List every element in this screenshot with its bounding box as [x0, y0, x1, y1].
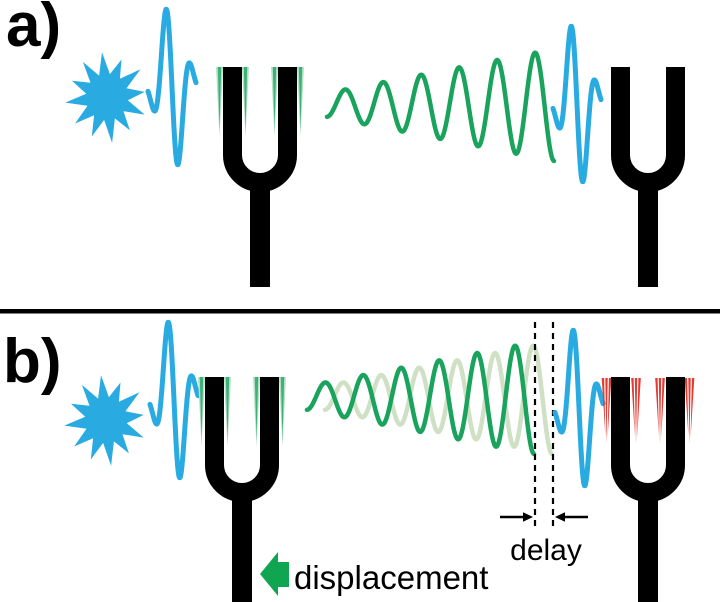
vibration-mark: [225, 377, 230, 440]
starburst-shape: [64, 375, 144, 466]
tuning-fork-stem: [638, 483, 658, 602]
vibration-spike: [637, 378, 641, 438]
starburst-shape: [65, 52, 145, 143]
tuning-fork-right-a: [611, 67, 685, 287]
vibration-mark: [243, 67, 248, 130]
acoustic-wave-curve: [304, 343, 537, 457]
vibration-spike: [658, 378, 662, 444]
vibration-spike: [655, 378, 659, 436]
excitation-burst-icon: [64, 375, 144, 466]
delay-annotation: delay: [500, 512, 588, 567]
vibration-mark: [280, 377, 285, 440]
vibration-spike: [690, 378, 695, 438]
panel-b-label: b): [3, 327, 62, 396]
panel-a: a): [6, 0, 685, 287]
wavelet-curve: [552, 327, 606, 489]
panel-divider-line: [0, 309, 720, 314]
tuning-fork-body: [611, 67, 685, 192]
vibration-spike: [684, 378, 689, 436]
delay-arrow-left-head-icon: [555, 512, 565, 522]
probe-pulse-wavelet: [550, 23, 604, 185]
vibration-mark: [254, 377, 259, 440]
tuning-fork-left-b: [198, 377, 286, 602]
vibration-mark: [217, 67, 222, 130]
panel-a-label: a): [6, 0, 61, 60]
tuning-fork-right-b: [601, 377, 695, 602]
vibration-spike: [601, 378, 606, 436]
displacement-annotation: displacement: [260, 552, 488, 596]
vibration-mark: [272, 67, 277, 130]
tuning-fork-stem: [232, 483, 252, 602]
vibration-mark: [298, 67, 303, 130]
displacement-arrow-left-icon: [260, 552, 289, 596]
green-vibration-marks: [198, 377, 286, 447]
red-vibration-marks: [601, 378, 695, 444]
excitation-burst-icon: [65, 52, 145, 143]
vibration-spike: [661, 378, 665, 438]
tuning-fork-left-a: [216, 67, 304, 287]
green-vibration-marks: [216, 67, 304, 137]
pump-pulse-wavelet: [147, 319, 201, 481]
tuning-fork-body: [205, 377, 279, 502]
vibration-mark: [199, 377, 204, 440]
tuning-fork-body: [223, 67, 297, 192]
wavelet-curve: [145, 6, 199, 168]
acoustic-wave-pale-green-delayed: [322, 343, 555, 457]
delay-arrow-right-head-icon: [523, 512, 533, 522]
displacement-label: displacement: [294, 559, 488, 596]
acoustic-wave-curve: [322, 343, 555, 457]
acoustic-wave-curve: [324, 50, 557, 164]
acoustic-wave-green: [304, 343, 537, 457]
panel-b: b) delay displacement: [3, 319, 695, 602]
vibration-spike: [607, 378, 612, 438]
tuning-fork-stem: [250, 173, 270, 287]
pump-pulse-wavelet: [145, 6, 199, 168]
vibration-spike: [631, 378, 635, 436]
wavelet-curve: [147, 319, 201, 481]
vibration-spike: [688, 378, 691, 444]
vibration-spike: [605, 378, 608, 444]
wavelet-curve: [550, 23, 604, 185]
delay-label: delay: [510, 534, 582, 567]
acoustic-wave-green: [324, 50, 557, 164]
tuning-fork-body: [611, 377, 685, 502]
probe-pulse-wavelet: [552, 327, 606, 489]
vibration-spike: [634, 378, 638, 444]
tuning-fork-stem: [638, 173, 658, 287]
